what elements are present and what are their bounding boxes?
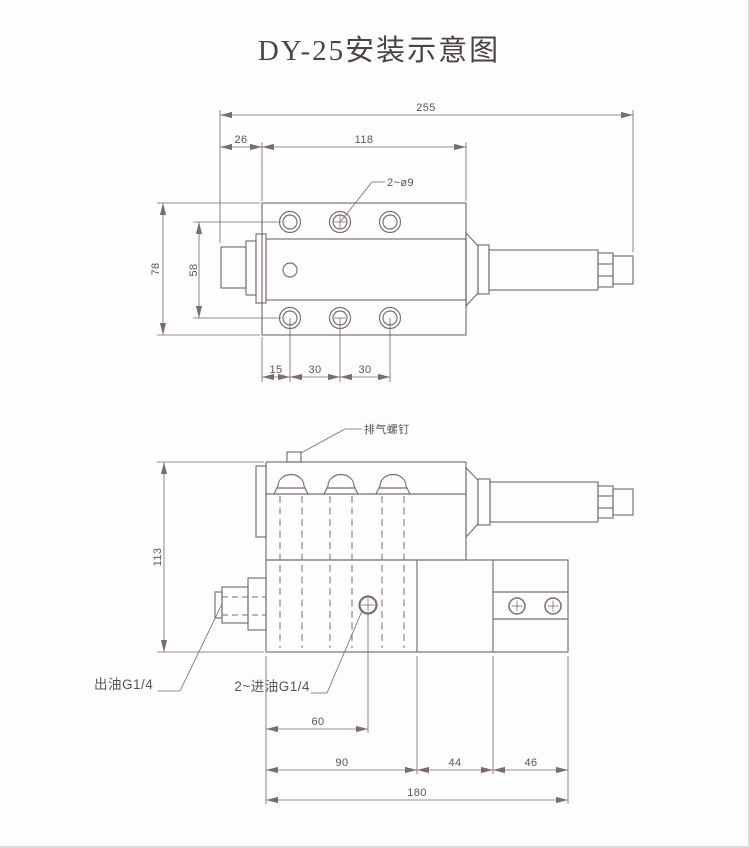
dim-top-overall: 255 (219, 102, 634, 252)
valve-body-top (265, 238, 467, 301)
hex-nut-front (597, 485, 614, 519)
mounting-plate-outline (261, 202, 467, 336)
dim-segments: 90 44 46 (266, 656, 569, 804)
dim-26: 26 (234, 134, 247, 146)
hidden-bores (279, 496, 405, 648)
dim-15: 15 (269, 364, 282, 376)
dim-46: 46 (524, 757, 537, 769)
top-view: 255 26 118 78 58 (150, 102, 634, 382)
body-port-hole (282, 262, 298, 278)
left-side-plate (255, 465, 267, 538)
dim-30b: 30 (358, 364, 371, 376)
dim-44: 44 (448, 757, 461, 769)
label-outlet-port: 出油G1/4 (94, 677, 153, 692)
dim-113: 113 (152, 548, 164, 567)
label-inlet-ports: 2~进油G1/4 (234, 679, 310, 694)
outlet-connector-front (214, 577, 267, 631)
dim-plate-height: 78 (150, 202, 260, 336)
dim-180: 180 (407, 787, 427, 799)
front-view: 排气螺钉 (94, 422, 634, 804)
callout-2xd9: 2~ø9 (387, 177, 414, 189)
dim-78: 78 (150, 262, 162, 275)
callout-outlet: 出油G1/4 (94, 603, 223, 692)
valve-body-front (255, 461, 467, 561)
adjusting-rod-top (465, 231, 634, 308)
dim-118: 118 (355, 134, 374, 146)
callout-mounting-holes: 2~ø9 (340, 177, 414, 222)
dim-90: 90 (335, 757, 348, 769)
mounting-holes (278, 210, 402, 330)
vent-screw: 排气螺钉 (286, 422, 410, 463)
dim-30a: 30 (308, 364, 321, 376)
lower-body (265, 559, 569, 653)
dim-inlet-offset: 60 (265, 614, 369, 804)
dim-height: 113 (152, 461, 264, 653)
dim-hole-pitch: 15 30 30 (261, 318, 391, 382)
dim-top-widths: 26 118 (220, 134, 467, 201)
dim-hole-rows: 58 (188, 221, 281, 319)
outlet-connector-top (220, 233, 267, 304)
label-vent-screw: 排气螺钉 (364, 422, 410, 436)
callout-inlet: 2~进油G1/4 (234, 610, 363, 694)
spring-caps (273, 473, 411, 495)
drawing-title: DY-25安装示意图 (258, 34, 500, 67)
cover-screws (508, 597, 562, 615)
dim-255: 255 (416, 102, 436, 114)
dim-front-overall: 180 (266, 787, 568, 804)
inlet-port (358, 595, 378, 615)
adjusting-rod-front (465, 466, 634, 539)
dim-60: 60 (311, 716, 324, 728)
hex-nut-top (597, 252, 614, 288)
dim-58: 58 (188, 263, 200, 276)
